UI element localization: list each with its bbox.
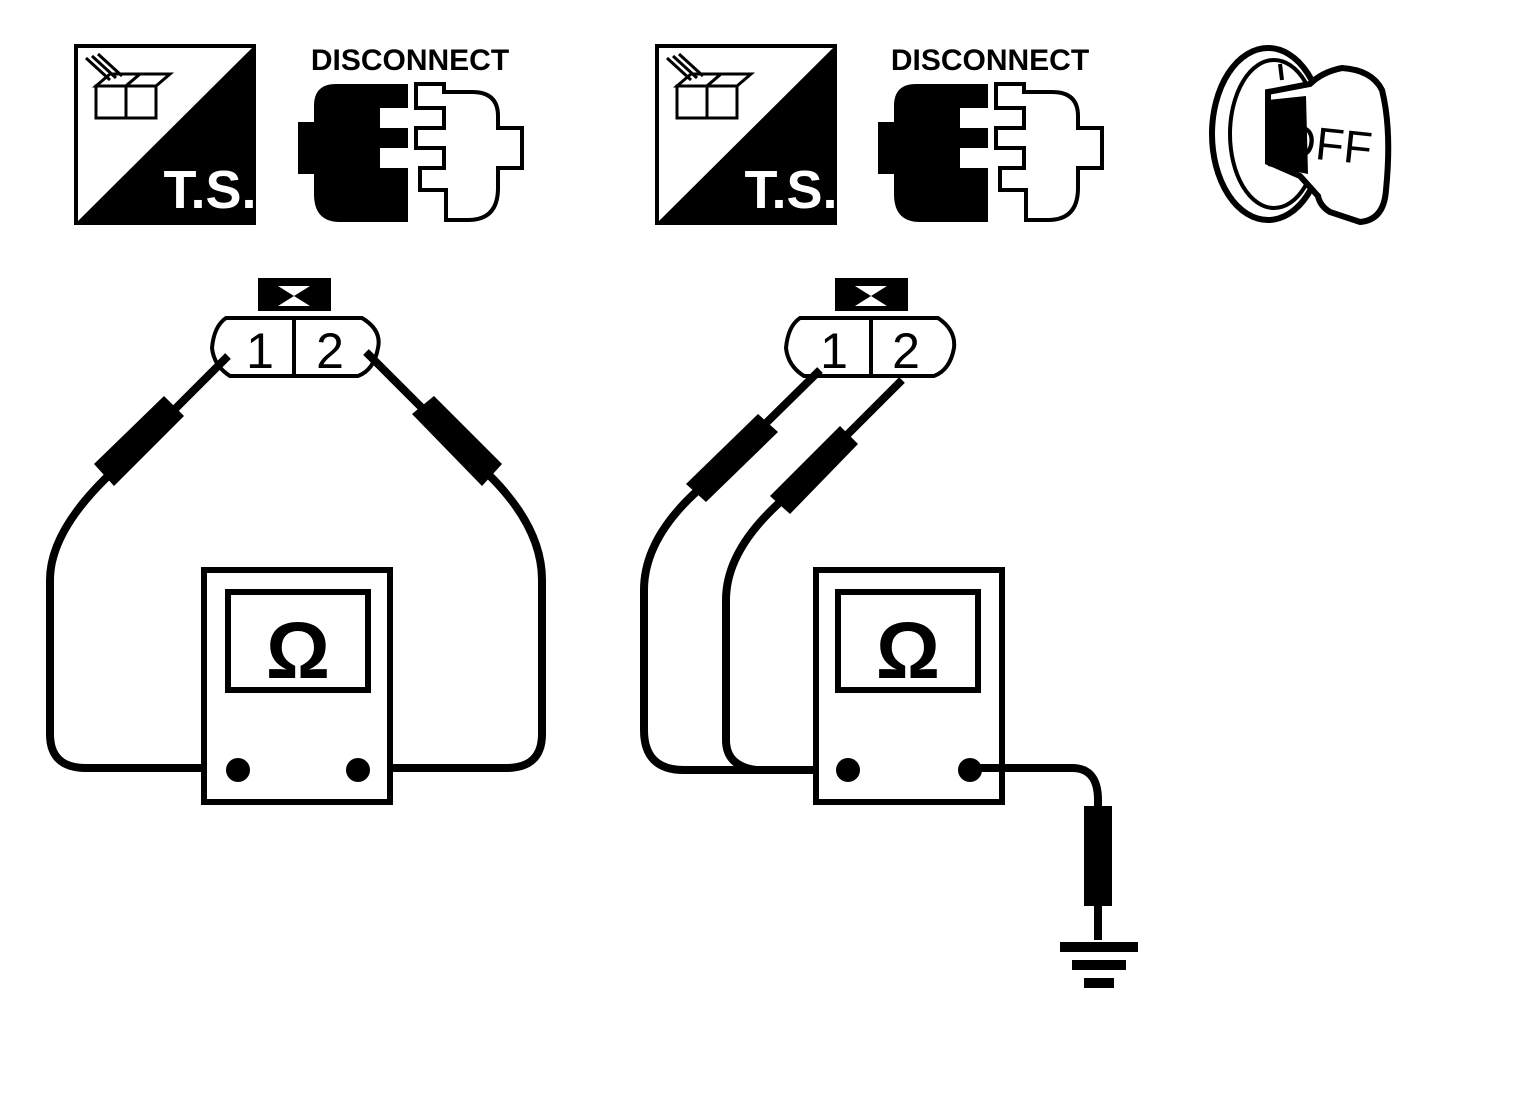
terminal-1-label: 1 (820, 323, 848, 379)
connector-terminal-test-left: 1 2 Ω (46, 278, 546, 805)
ts-label: T.S. (744, 160, 837, 220)
connector-ground-test-right: 1 2 Ω (640, 278, 1138, 988)
terminal-side-icon: T.S. (74, 44, 257, 225)
ohmmeter: Ω (201, 567, 393, 805)
disconnect-label: DISCONNECT (891, 44, 1089, 77)
ground-icon (1060, 942, 1138, 988)
terminal-side-icon: T.S. (655, 44, 838, 225)
disconnect-label: DISCONNECT (311, 44, 509, 77)
ignition-off-label: OFF (1278, 113, 1375, 174)
ts-label: T.S. (163, 160, 256, 220)
connector-disconnect-icon: DISCONNECT (878, 44, 1104, 222)
ohmmeter: Ω (813, 567, 1005, 805)
terminal-1-label: 1 (246, 323, 274, 379)
ignition-key-icon: OFF (1209, 45, 1392, 226)
terminal-2-label: 2 (316, 323, 344, 379)
connector-disconnect-icon: DISCONNECT (298, 44, 524, 222)
ohm-symbol: Ω (266, 606, 330, 695)
ohm-symbol: Ω (876, 606, 940, 695)
terminal-2-label: 2 (892, 323, 920, 379)
